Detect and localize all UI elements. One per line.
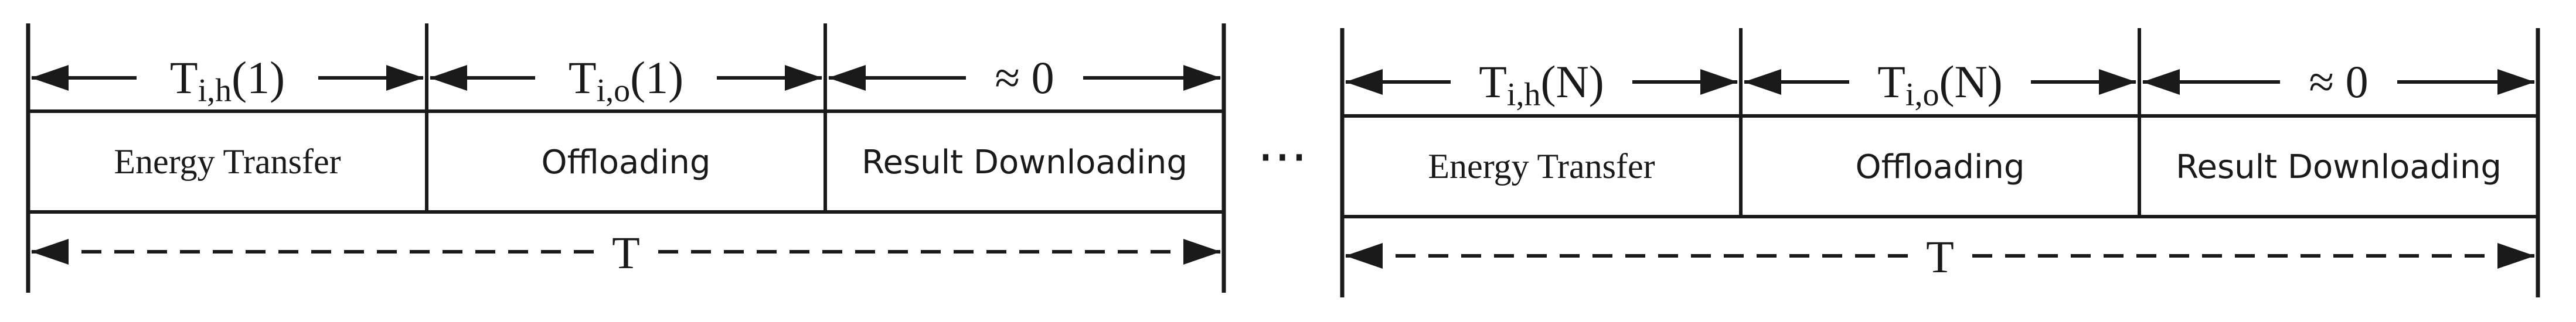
duration-label-subscript: i,o — [597, 73, 631, 109]
duration-label-argument: (1) — [630, 52, 683, 103]
phase-label: Result Downloading — [2176, 148, 2502, 186]
phase-label: Energy Transfer — [114, 142, 341, 181]
duration-label-main: T — [1877, 56, 1905, 107]
phase-label: Energy Transfer — [1428, 147, 1655, 186]
phase-label: Offloading — [542, 143, 711, 181]
duration-label: Ti,h(1) — [170, 52, 285, 109]
duration-label-subscript: i,h — [1507, 77, 1541, 113]
phase-label: Result Downloading — [862, 143, 1187, 181]
duration-label: Ti,o(1) — [569, 52, 683, 109]
duration-label: Ti,h(N) — [1479, 56, 1604, 113]
duration-label-main: ≈ 0 — [2309, 56, 2368, 107]
duration-label-main: T — [1479, 56, 1507, 107]
duration-label-main: T — [569, 52, 597, 103]
duration-label: ≈ 0 — [995, 52, 1054, 103]
phase-label: Offloading — [1856, 148, 2025, 186]
duration-label: ≈ 0 — [2309, 56, 2368, 107]
duration-label-subscript: i,h — [198, 73, 232, 109]
duration-label-subscript: i,o — [1905, 77, 1939, 113]
ellipsis: ··· — [1257, 127, 1308, 189]
duration-label-argument: (1) — [232, 52, 285, 103]
duration-label-main: ≈ 0 — [995, 52, 1054, 103]
duration-label-main: T — [170, 52, 198, 103]
total-duration-label: T — [612, 227, 640, 278]
duration-label-argument: (N) — [1939, 56, 2002, 107]
duration-label: Ti,o(N) — [1877, 56, 2003, 113]
duration-label-argument: (N) — [1540, 56, 1604, 107]
frame-2: Ti,h(N)Energy TransferTi,o(N)Offloading≈… — [1340, 28, 2540, 297]
frame-1: Ti,h(1)Energy TransferTi,o(1)Offloading≈… — [26, 23, 1226, 293]
total-duration-label: T — [1926, 231, 1954, 282]
